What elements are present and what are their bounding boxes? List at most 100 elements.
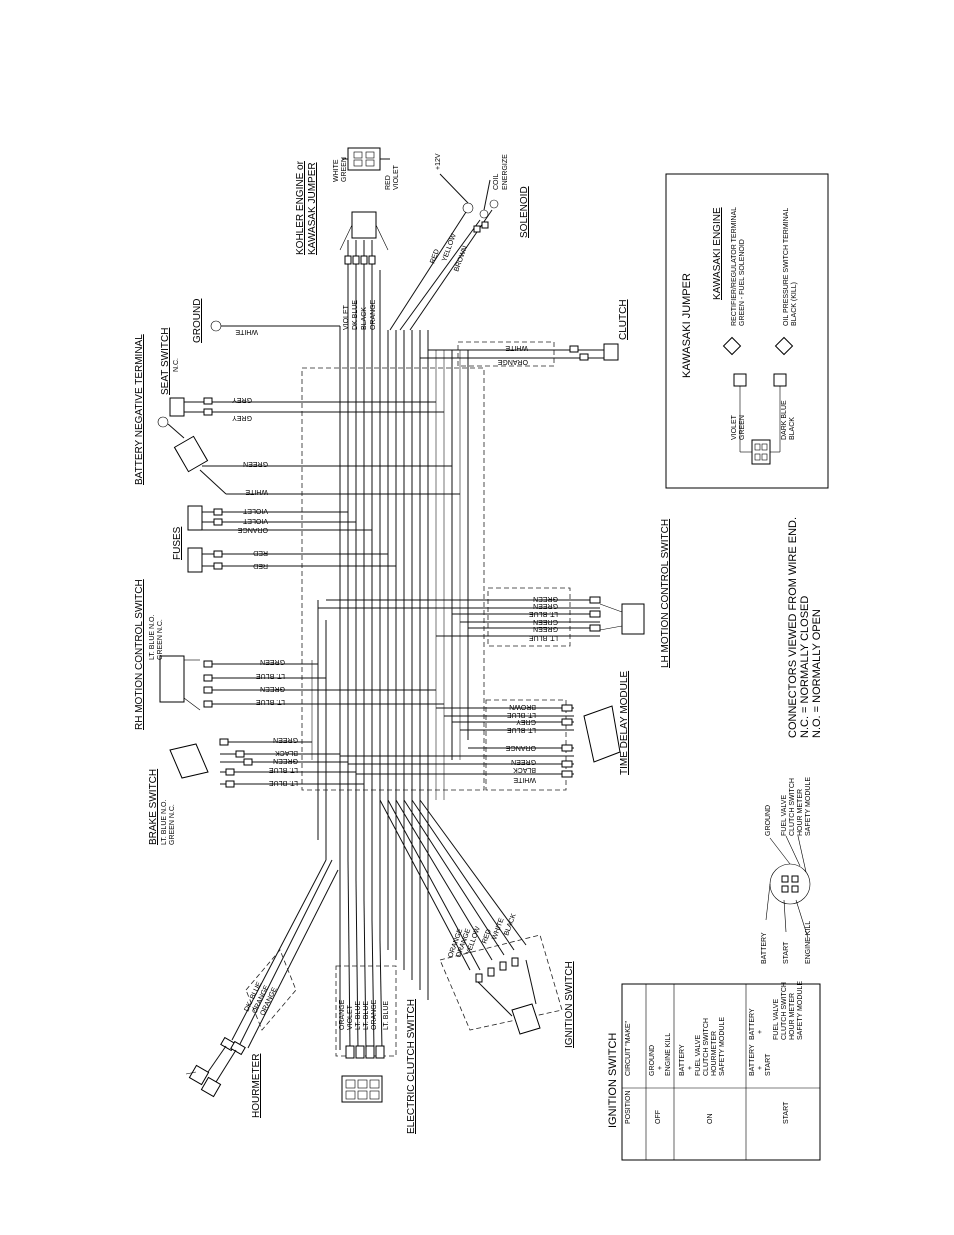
kaw-jumper-violet: VIOLET	[731, 414, 738, 440]
ign-row-off-position: OFF	[655, 1110, 662, 1124]
ec-wire-orange-0: ORANGE	[339, 999, 346, 1030]
seat-switch-title: SEAT SWITCH	[160, 328, 171, 395]
kaw-engine-row1-line1: BLACK (KILL)	[791, 282, 798, 326]
rh-wire-ltblue-1: LT. BLUE	[256, 698, 285, 705]
solenoid-terminal-icon	[462, 202, 474, 214]
brake-wire-green-1: GREEN	[273, 757, 298, 764]
td-wire-orange: ORANGE	[505, 744, 536, 751]
brake-wire-black: BLACK	[275, 749, 298, 756]
ign-row-start-c4: +	[757, 1030, 764, 1034]
lh-wire-green-3: GREEN	[533, 625, 558, 632]
kohler-harness-connector	[351, 211, 377, 239]
kohler-title-0: KOHLER ENGINE or	[295, 160, 306, 255]
time-delay-connector	[583, 705, 621, 763]
rh-wire-green-1: GREEN	[260, 685, 285, 692]
solenoid-wire-brown: BROWN	[453, 245, 469, 273]
ign-row-off-c1: +	[657, 1066, 664, 1070]
seat-switch-connector	[169, 397, 185, 417]
ign-term-hour-meter: HOUR METER	[797, 789, 804, 836]
time-delay-title: TIME DELAY MODULE	[619, 671, 630, 775]
kohler-connector	[347, 147, 381, 171]
kohler-side-right-0: RED	[385, 175, 392, 190]
ign-row-off-c0: GROUND	[649, 1045, 656, 1076]
kawasaki-jumper-connector	[751, 439, 771, 465]
kohler-side-right-1: VIOLET	[393, 164, 400, 190]
kawasaki-box: KAWASAKI JUMPER KAWASAKI ENGINE VIOLET G…	[665, 173, 829, 489]
ignition-switch-face-icon	[769, 863, 811, 905]
fuse-holder-top	[187, 505, 203, 531]
ec-wire-violet: VIOLET	[347, 1004, 354, 1030]
ign-row-start-c7: HOUR METER	[789, 993, 796, 1040]
fuse-holder-bottom	[187, 547, 203, 573]
fuse-wire-violet-1: VIOLET	[242, 517, 268, 524]
kaw-engine-row0-line1: GREEN - FUEL SOLENOID	[739, 239, 746, 326]
harness-label-dk-blue: DK BLUE	[352, 300, 359, 330]
td-wire-ltblue-1: LT. BLUE	[507, 726, 536, 733]
ign-row-start-c6: CLUTCH SWITCH	[781, 982, 788, 1040]
td-wire-green: GREEN	[511, 758, 536, 765]
kaw-jumper-black: BLACK	[789, 417, 796, 440]
note-line-1: N.C. = NORMALLY CLOSED	[799, 596, 811, 738]
rh-motion-title: RH MOTION CONTROL SWITCH	[134, 579, 145, 730]
hourmeter-connector-b	[200, 1076, 222, 1098]
ign-table-header-circuit: CIRCUIT "MAKE"	[625, 1020, 632, 1076]
fuse-wire-red-0: RED	[253, 549, 268, 556]
kohler-title-1: KAWASAK JUMPER	[307, 162, 318, 255]
ignition-table: IGNITION SWITCH POSITION CIRCUIT "MAKE" …	[607, 981, 821, 1161]
time-delay-group: BROWN LT. BLUE GREY LT. BLUE ORANGE GREE…	[340, 671, 630, 791]
lh-wire-green-1: GREEN	[533, 602, 558, 609]
kaw-engine-term-1	[774, 336, 794, 356]
brake-note-1: GREEN N.C.	[169, 804, 176, 845]
hourmeter-title: HOURMETER	[251, 1054, 262, 1118]
ign-row-on-c1: +	[687, 1066, 694, 1070]
seat-wire-grey-1: GREY	[232, 414, 252, 421]
seat-switch-group: GREY GREY SEAT SWITCH N.C.	[160, 328, 444, 421]
harness-label-violet: VIOLET	[343, 304, 350, 330]
rh-motion-note-0: LT. BLUE N.O.	[149, 615, 156, 660]
ign-term-engine-kill: ENGINE KILL	[805, 921, 812, 964]
connector-notes: CONNECTORS VIEWED FROM WIRE END. N.C. = …	[787, 517, 823, 738]
kawasaki-engine-title: KAWASAKI ENGINE	[712, 207, 723, 300]
kohler-side-left-0: WHITE	[333, 159, 340, 182]
ec-wire-ltblue-0: LT. BLUE	[355, 1001, 362, 1030]
battery-negative-group: GREEN WHITE BATTERY NEGATIVE TERMINAL	[134, 334, 460, 495]
solenoid-title: SOLENOID	[519, 186, 530, 238]
ec-wire-ltblue-2: LT. BLUE	[383, 1001, 390, 1030]
ign-row-on-position: ON	[707, 1114, 714, 1125]
ground-wire-white: WHITE	[235, 328, 258, 335]
ign-row-start-c5: FUEL VALVE	[773, 999, 780, 1040]
solenoid-wire-yellow: YELLOW	[441, 233, 458, 263]
ign-row-start-c0: BATTERY	[749, 1044, 756, 1076]
ign-row-start-c3: BATTERY	[749, 1008, 756, 1040]
ign-term-fuel-valve: FUEL VALVE	[781, 795, 788, 836]
fuse-wire-orange: ORANGE	[237, 526, 268, 533]
kawasaki-jumper-term-right	[773, 373, 787, 387]
ign-term-battery: BATTERY	[761, 932, 768, 964]
brake-switch-group: GREEN BLACK GREEN LT. BLUE LT. BLUE BRAK…	[148, 736, 364, 845]
seat-wire-grey-0: GREY	[232, 396, 252, 403]
td-wire-ltblue-0: LT. BLUE	[507, 711, 536, 718]
ec-wire-orange-1: ORANGE	[371, 999, 378, 1030]
solenoid-wire-red: RED	[429, 248, 441, 264]
brake-switch-connector	[169, 743, 209, 779]
harness-outline	[301, 367, 485, 791]
fuse-wire-violet-0: VIOLET	[242, 507, 268, 514]
kawasaki-jumper-title: KAWASAKI JUMPER	[681, 273, 693, 378]
clutch-wire-white: WHITE	[505, 344, 528, 351]
hourmeter-connector-a	[188, 1064, 210, 1086]
harness-label-orange: ORANGE	[370, 299, 377, 330]
ground-group: WHITE GROUND	[192, 299, 341, 343]
lh-motion-connector	[621, 603, 645, 635]
brake-switch-title: BRAKE SWITCH	[148, 769, 159, 845]
solenoid-group: +12V COIL ENERGIZE RED YELLOW BROWN SOLE…	[389, 153, 530, 331]
rh-motion-connector	[159, 655, 185, 703]
kohler-engine-group: WHITE GREEN RED VIOLET KOHLER ENGINE or …	[295, 147, 400, 330]
battery-wire-white: WHITE	[245, 488, 268, 495]
ign-table-frame	[621, 983, 821, 1161]
lh-motion-group: GREEN GREEN LT. BLUE GREEN GREEN LT. BLU…	[318, 519, 671, 668]
clutch-group: WHITE ORANGE CLUTCH	[420, 299, 629, 367]
note-line-0: CONNECTORS VIEWED FROM WIRE END.	[787, 517, 799, 738]
ignition-connector	[511, 1003, 541, 1035]
clutch-connector	[603, 343, 619, 361]
